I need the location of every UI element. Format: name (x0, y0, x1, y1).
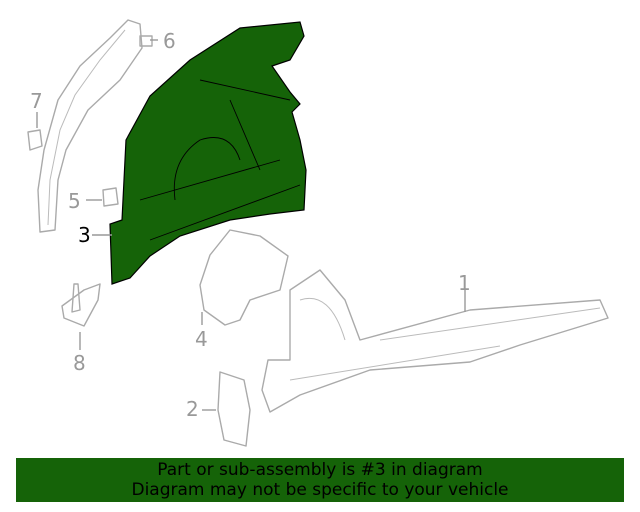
callout-3[interactable]: 3 (78, 223, 91, 247)
callout-2[interactable]: 2 (186, 397, 199, 421)
callout-5[interactable]: 5 (68, 189, 81, 213)
part-7-clip[interactable] (27, 129, 43, 151)
info-banner: Part or sub-assembly is #3 in diagram Di… (16, 458, 624, 502)
part-1-frame-rail[interactable] (261, 269, 609, 413)
part-8-bracket[interactable] (61, 283, 101, 327)
part-3-wheelhouse[interactable] (109, 21, 307, 285)
callout-6[interactable]: 6 (163, 29, 176, 53)
callout-1[interactable]: 1 (458, 271, 471, 295)
part-2-plate[interactable] (217, 371, 251, 447)
part-6-pillar[interactable] (37, 19, 153, 233)
banner-line-2: Diagram may not be specific to your vehi… (131, 480, 509, 500)
part-5-bracket[interactable] (102, 187, 119, 207)
callout-4[interactable]: 4 (195, 327, 208, 351)
banner-line-1: Part or sub-assembly is #3 in diagram (157, 460, 483, 480)
callout-7[interactable]: 7 (30, 89, 43, 113)
callout-8[interactable]: 8 (73, 351, 86, 375)
part-4-panel[interactable] (199, 229, 289, 326)
